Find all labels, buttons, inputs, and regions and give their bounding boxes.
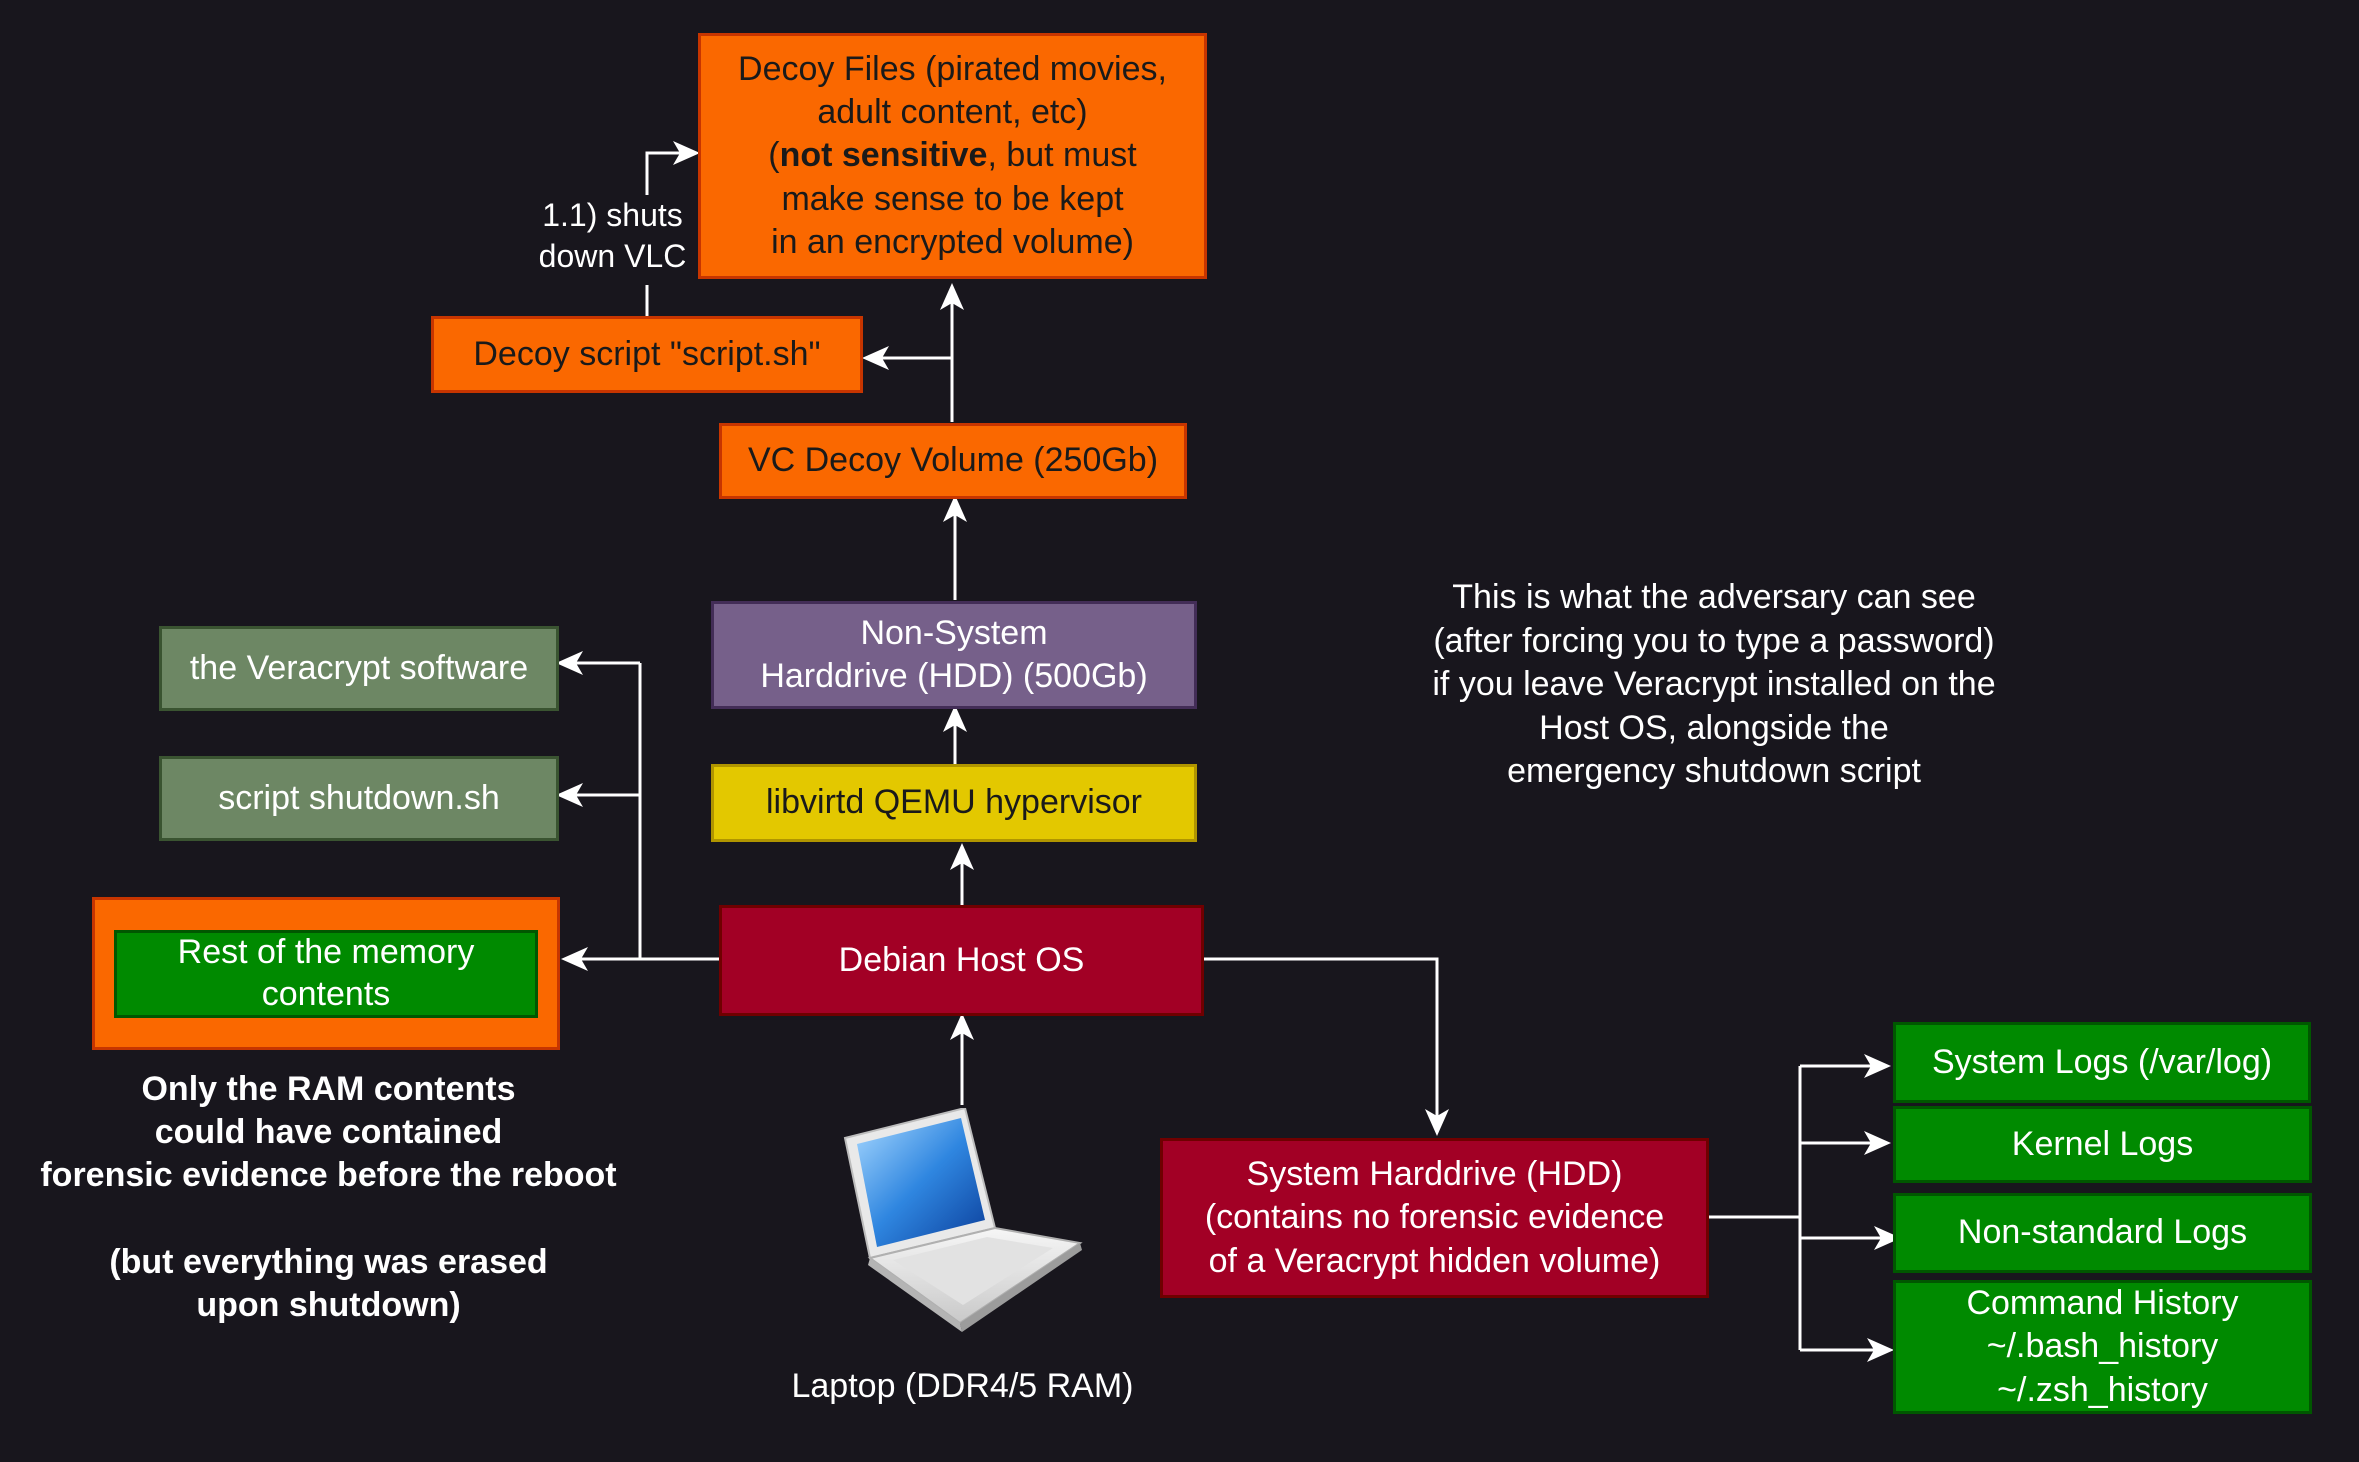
arrowhead-to-system-logs — [1864, 1054, 1891, 1078]
ram-note-line5: upon shutdown) — [196, 1285, 461, 1324]
decoy-files-line4: make sense to be kept — [781, 179, 1124, 218]
system-logs-box[interactable]: System Logs (/var/log) — [1893, 1022, 2311, 1103]
decoy-files-line2: adult content, etc) — [817, 93, 1088, 132]
arrowhead-script-to-decoyfiles — [673, 141, 700, 165]
decoy-files-line1: Decoy Files (pirated movies, — [738, 50, 1167, 89]
laptop-label-text: Laptop (DDR4/5 RAM) — [791, 1367, 1134, 1405]
adversary-note-line2: (after forcing you to type a password) — [1433, 621, 1995, 660]
laptop-icon — [843, 1108, 1083, 1332]
ram-note-line3: forensic evidence before the reboot — [40, 1156, 617, 1195]
veracrypt-software-label: the Veracrypt software — [189, 648, 529, 687]
shuts-down-line1: 1.1) shuts — [542, 197, 683, 233]
adversary-note: This is what the adversary can see (afte… — [1340, 576, 2088, 794]
decoy-files-line3-rest: , but must — [987, 136, 1137, 175]
nonstandard-logs-box[interactable]: Non-standard Logs — [1893, 1193, 2312, 1273]
hypervisor-box[interactable]: libvirtd QEMU hypervisor — [711, 764, 1197, 842]
shutdown-script-label: script shutdown.sh — [218, 778, 500, 817]
decoy-files-paren: ( — [768, 136, 780, 175]
ram-note: Only the RAM contents could have contain… — [0, 1068, 657, 1327]
arrowhead-debian-to-systemhdd — [1425, 1109, 1449, 1136]
memory-inner-box: Rest of the memory contents — [114, 929, 538, 1018]
arrowhead-to-decoy-script — [862, 346, 889, 370]
arrow-debian-to-systemhdd — [1203, 957, 1439, 1131]
non-system-hdd-line1: Non-System — [860, 613, 1048, 652]
kernel-logs-label: Kernel Logs — [2011, 1124, 2194, 1163]
ram-note-line2: could have contained — [154, 1113, 503, 1152]
arrowhead-to-veracrypt — [556, 651, 583, 675]
nonstandard-logs-label: Non-standard Logs — [1957, 1213, 2248, 1252]
command-history-line3: ~/.zsh_history — [1997, 1370, 2208, 1409]
not-sensitive-emphasis: not sensitive — [779, 136, 988, 175]
adversary-note-line1: This is what the adversary can see — [1452, 578, 1976, 616]
command-history-line1: Command History — [1966, 1283, 2239, 1322]
arrowhead-debian-to-memory — [561, 947, 588, 971]
adversary-note-line4: Host OS, alongside the — [1539, 708, 1889, 747]
system-hdd-line2: (contains no forensic evidence — [1204, 1198, 1665, 1237]
non-system-hdd-box[interactable]: Non-System Harddrive (HDD) (500Gb) — [711, 601, 1197, 709]
arrow-script-to-decoyfiles-top — [645, 151, 696, 215]
arrowhead-hdd-to-vc — [943, 495, 967, 522]
ram-note-spacer — [0, 1198, 657, 1241]
veracrypt-software-box[interactable]: the Veracrypt software — [159, 626, 559, 711]
system-logs-label: System Logs (/var/log) — [1931, 1042, 2273, 1081]
adversary-note-line5: emergency shutdown script — [1507, 752, 1921, 791]
hypervisor-label: libvirtd QEMU hypervisor — [766, 783, 1142, 822]
memory-line1: Rest of the memory — [177, 933, 475, 972]
debian-host-os-box[interactable]: Debian Host OS — [719, 905, 1204, 1016]
decoy-files-line3: (not sensitive, but must — [768, 134, 1136, 177]
arrowhead-to-nonstandard-logs — [1874, 1226, 1901, 1250]
arrowhead-hypervisor-to-hdd — [943, 705, 967, 732]
ram-note-line4: (but everything was erased — [109, 1242, 548, 1281]
kernel-logs-box[interactable]: Kernel Logs — [1893, 1106, 2312, 1183]
arrowhead-to-shutdown-script — [556, 783, 583, 807]
shuts-down-line2: down VLC — [538, 237, 687, 274]
laptop-label: Laptop (DDR4/5 RAM) — [760, 1365, 1165, 1408]
system-hdd-line1: System Harddrive (HDD) — [1246, 1155, 1623, 1194]
decoy-files-line5: in an encrypted volume) — [771, 222, 1134, 261]
memory-line2: contents — [261, 974, 391, 1013]
vc-decoy-volume-label: VC Decoy Volume (250Gb) — [747, 441, 1159, 480]
adversary-note-line3: if you leave Veracrypt installed on the — [1432, 665, 1996, 704]
system-hdd-line3: of a Veracrypt hidden volume) — [1208, 1241, 1661, 1280]
command-history-line2: ~/.bash_history — [1986, 1327, 2219, 1366]
system-hdd-box[interactable]: System Harddrive (HDD) (contains no fore… — [1160, 1138, 1709, 1298]
decoy-script-box[interactable]: Decoy script "script.sh" — [431, 316, 863, 393]
memory-outer-box[interactable]: Rest of the memory contents — [92, 897, 560, 1050]
ram-note-line1: Only the RAM contents — [141, 1070, 516, 1108]
arrowhead-vc-to-decoyfiles — [940, 283, 964, 310]
vc-decoy-volume-box[interactable]: VC Decoy Volume (250Gb) — [719, 423, 1187, 499]
arrowhead-to-kernel-logs — [1864, 1131, 1891, 1155]
debian-host-label: Debian Host OS — [838, 940, 1085, 979]
non-system-hdd-line2: Harddrive (HDD) (500Gb) — [760, 657, 1148, 695]
shutdown-script-box[interactable]: script shutdown.sh — [159, 756, 559, 841]
decoy-script-label: Decoy script "script.sh" — [473, 334, 821, 373]
arrowhead-to-command-history — [1867, 1338, 1894, 1362]
shuts-down-vlc-label: 1.1) shuts down VLC — [530, 195, 695, 277]
arrowhead-laptop-to-debian — [950, 1013, 974, 1040]
decoy-files-box[interactable]: Decoy Files (pirated movies, adult conte… — [698, 33, 1207, 279]
arrowhead-debian-to-hypervisor — [950, 843, 974, 870]
command-history-box[interactable]: Command History ~/.bash_history ~/.zsh_h… — [1893, 1280, 2312, 1414]
